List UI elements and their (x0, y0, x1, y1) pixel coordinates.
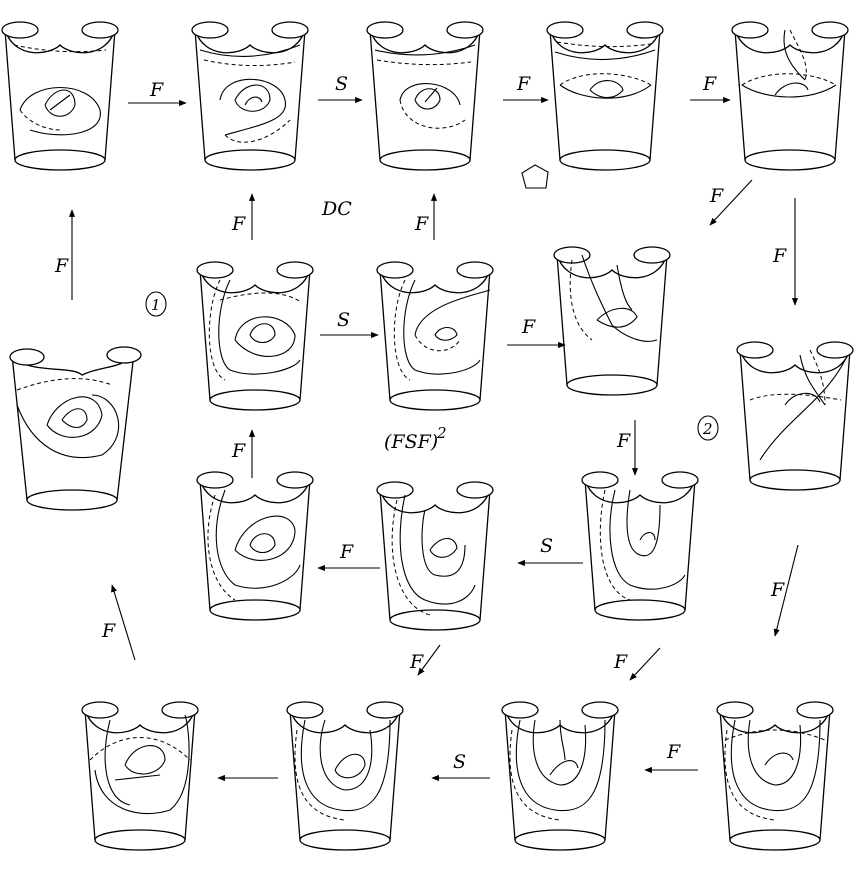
circled-label-2-text: 2 (702, 420, 713, 438)
surface-r3c2 (197, 472, 313, 620)
surface-r3c4 (582, 472, 698, 620)
circled-label-1-text: 1 (151, 296, 161, 314)
circled-label-2: 2 (698, 416, 718, 440)
label-F-r3: F (339, 541, 354, 563)
surface-r4c1 (82, 702, 198, 850)
label-FSF: (FSF) (384, 431, 438, 453)
surface-r2c4 (554, 247, 670, 395)
label-F-down-c4: F (616, 430, 631, 452)
label-F-left-up: F (101, 620, 116, 642)
label-FSF-exponent: 2 (436, 424, 447, 442)
label-F-r1-1: F (149, 79, 164, 101)
label-S-r3: S (540, 535, 553, 557)
pentagon-symbol (522, 165, 548, 188)
surface-r2c2 (197, 262, 313, 410)
surface-r1c2 (192, 22, 308, 170)
surface-r2c3 (377, 262, 493, 410)
surface-r4c3 (502, 702, 618, 850)
label-F-diag-c4: F (613, 651, 628, 673)
surface-r1c5 (732, 22, 848, 170)
label-F-down-right: F (772, 245, 787, 267)
surface-r1c3 (367, 22, 483, 170)
label-S-r2: S (337, 309, 350, 331)
label-F-up-left: F (54, 255, 69, 277)
surface-r2c5 (737, 342, 853, 490)
label-F-r2: F (521, 316, 536, 338)
label-F-diag-1: F (709, 185, 724, 207)
arrow-diag-c4 (630, 648, 660, 680)
surface-r1c1 (2, 22, 118, 170)
surface-r4c2 (287, 702, 403, 850)
arrow-left-up (112, 585, 135, 660)
circled-label-1: 1 (146, 292, 166, 316)
label-S-r4: S (453, 751, 466, 773)
label-F-diag-c3: F (409, 651, 424, 673)
label-F-r1-3: F (516, 73, 531, 95)
label-F-up-c3a: F (414, 213, 429, 235)
surface-r4c4 (717, 702, 833, 850)
label-DC: DC (321, 198, 352, 220)
surface-r3c3 (377, 482, 493, 630)
label-F-diag-right: F (770, 579, 785, 601)
label-F-up-c2a: F (231, 213, 246, 235)
label-F-r1-4: F (702, 73, 717, 95)
surface-r1c4 (547, 22, 663, 170)
surface-left-mid (10, 347, 141, 510)
label-S-r1-2: S (335, 73, 348, 95)
label-F-r4: F (666, 741, 681, 763)
label-F-up-c2b: F (231, 440, 246, 462)
